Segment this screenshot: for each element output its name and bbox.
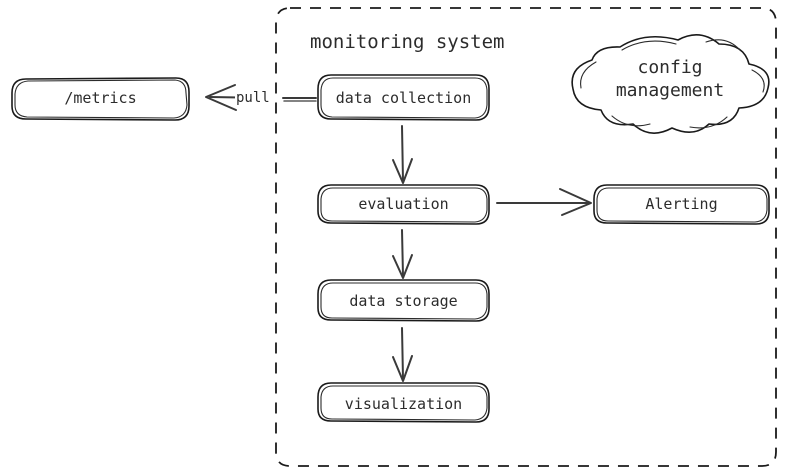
group-label-monitoring-system: monitoring system [310, 31, 505, 53]
node-data-storage[interactable] [318, 280, 490, 322]
node-config-management-shape[interactable] [571, 34, 770, 134]
node-label-visualization: visualization [344, 395, 463, 413]
edge-label-pull: pull [235, 90, 271, 108]
node-visualization[interactable] [318, 383, 490, 423]
edge-evaluation-to-alerting [496, 188, 592, 216]
edge-collection-to-evaluation [392, 125, 413, 184]
group-monitoring-system-border [275, 7, 777, 467]
node-label-data-collection: data collection [335, 89, 472, 107]
node-alerting-shape[interactable] [593, 184, 770, 225]
node-label-config-management-line2: management [615, 80, 725, 101]
node-metrics[interactable] [12, 78, 190, 121]
node-label-metrics: /metrics [64, 89, 137, 107]
node-evaluation[interactable] [318, 185, 490, 225]
edge-evaluation-to-storage [392, 229, 413, 279]
node-label-config-management-line1: config [637, 57, 703, 78]
node-label-alerting: Alerting [645, 195, 718, 213]
node-label-data-storage: data storage [349, 292, 458, 310]
node-visualization-shape[interactable] [317, 382, 490, 423]
node-data-collection-shape[interactable] [317, 74, 490, 121]
node-evaluation-shape[interactable] [317, 184, 490, 225]
node-data-storage-shape[interactable] [317, 279, 490, 322]
node-config-management[interactable] [568, 28, 774, 140]
node-alerting[interactable] [594, 185, 770, 225]
edge-storage-to-visualization [392, 327, 413, 382]
node-label-evaluation: evaluation [358, 195, 449, 213]
node-metrics-shape[interactable] [11, 77, 190, 121]
node-data-collection[interactable] [318, 75, 490, 121]
